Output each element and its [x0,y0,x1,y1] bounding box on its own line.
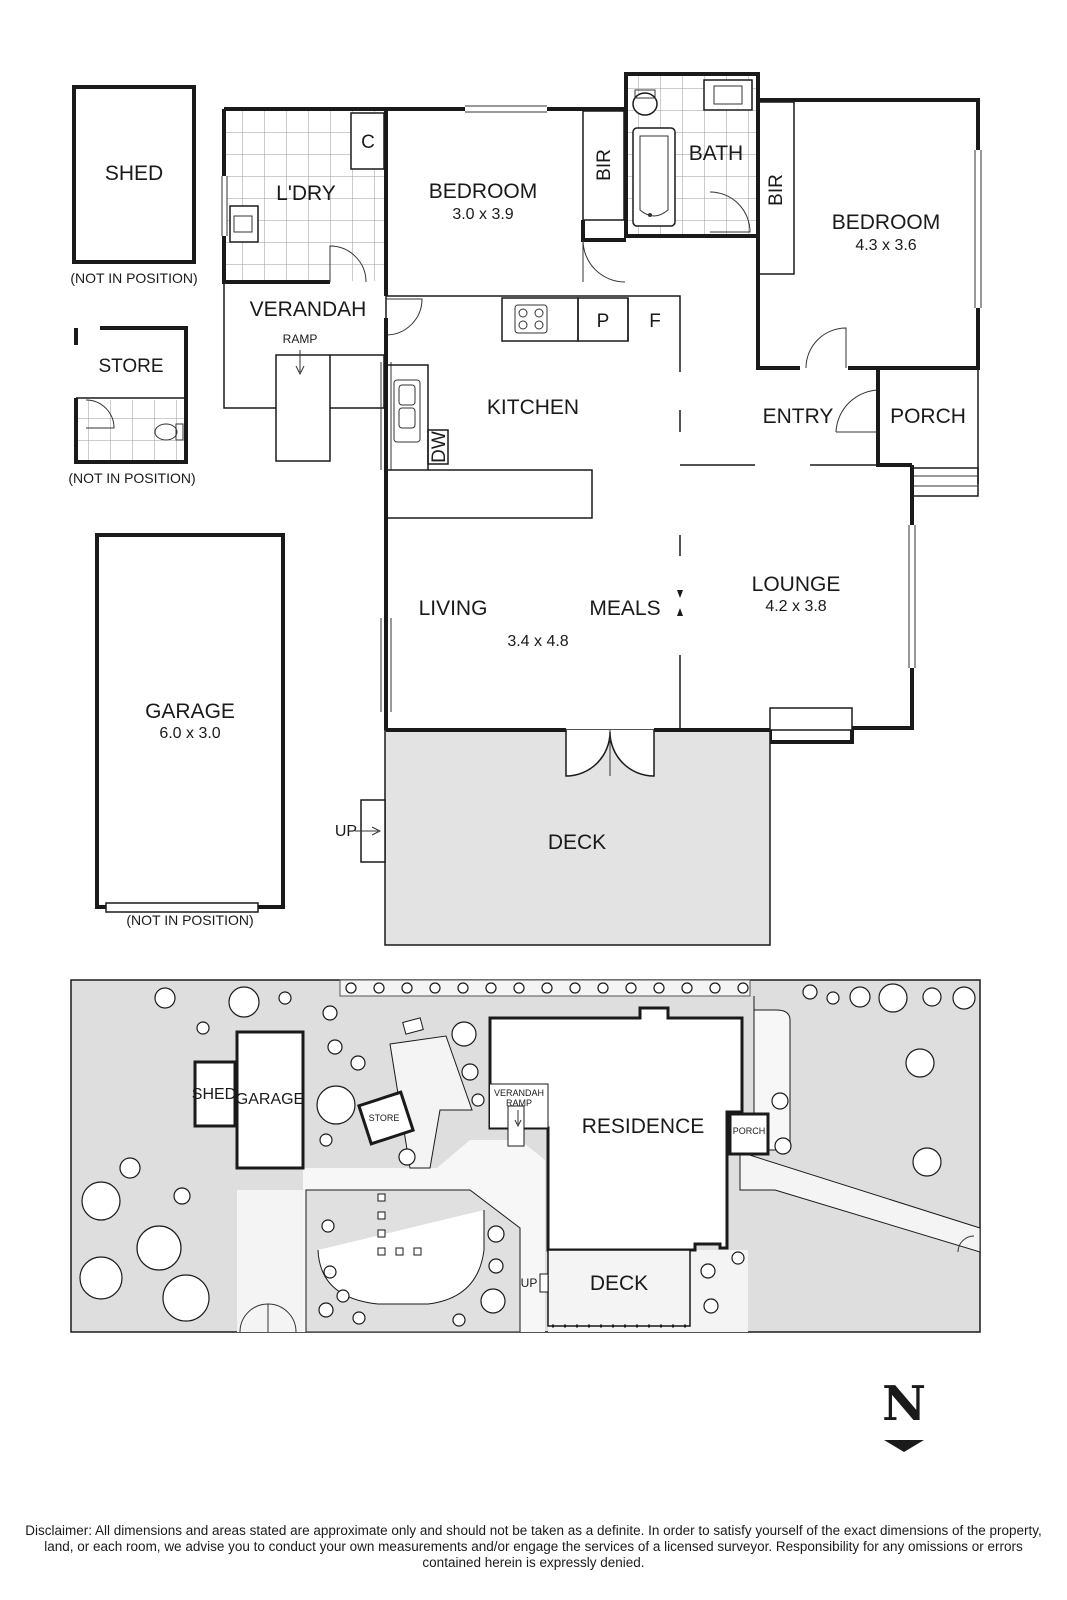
lounge-dims: 4.2 x 3.8 [765,598,826,615]
deck-up-label: UP [335,823,357,840]
bedroom-2-robe: BIR [594,149,615,181]
lounge-label: LOUNGE [752,573,841,596]
shed: SHED (NOT IN POSITION) [70,85,198,286]
entry-label: ENTRY [763,405,834,428]
porch: PORCH [876,367,979,497]
laundry: C L'DRY [221,107,388,296]
shed-note: (NOT IN POSITION) [70,270,197,286]
meals-label: MEALS [589,597,660,620]
garage: GARAGE 6.0 x 3.0 (NOT IN POSITION) [95,533,285,928]
site-store-label: STORE [369,1113,400,1123]
site-ramp-label: RAMP [506,1098,532,1108]
dishwasher-label: DW [429,431,450,463]
deck: UP DECK [335,728,771,946]
store-note: (NOT IN POSITION) [68,470,195,486]
bedroom-1-robe: BIR [766,174,787,206]
kitchen-label: KITCHEN [487,396,579,419]
site-plan: SHED GARAGE STORE VERANDAH RAMP RESIDENC… [70,979,981,1333]
site-garage-label: GARAGE [236,1091,304,1108]
site-shed-label: SHED [192,1086,236,1103]
shed-label: SHED [105,162,163,185]
porch-label: PORCH [890,405,966,428]
bedroom-1: BIR BEDROOM 4.3 x 3.6 [756,98,982,370]
site-verandah-label: VERANDAH [494,1088,544,1098]
bath: BATH [624,72,760,238]
bedroom-2: BIR BEDROOM 3.0 x 3.9 [386,105,626,283]
laundry-cupboard-label: C [361,132,375,153]
north-arrow-icon [884,1440,924,1452]
lounge: LOUNGE 4.2 x 3.8 [752,465,916,744]
store: STORE (NOT IN POSITION) [68,326,196,486]
garage-note: (NOT IN POSITION) [126,912,253,928]
site-deck-up-label: UP [521,1276,538,1290]
garage-dims: 6.0 x 3.0 [159,725,220,742]
store-label: STORE [98,356,163,377]
kitchen: P F DW KITCHEN [380,295,681,730]
laundry-label: L'DRY [276,182,336,205]
deck-label: DECK [548,831,606,854]
bath-label: BATH [689,142,743,165]
garage-label: GARAGE [145,700,235,723]
site-porch-label: PORCH [733,1126,766,1136]
verandah: VERANDAH RAMP [223,282,423,462]
bedroom-2-label: BEDROOM [429,180,538,203]
living-label: LIVING [419,597,488,620]
site-deck-label: DECK [590,1272,648,1295]
disclaimer: Disclaimer: All dimensions and areas sta… [25,1523,1042,1570]
bedroom-1-label: BEDROOM [832,211,941,234]
bedroom-2-dims: 3.0 x 3.9 [452,206,513,223]
ramp-label: RAMP [283,332,318,346]
pantry-label: P [597,311,610,332]
verandah-label: VERANDAH [250,298,367,321]
north-label: N [882,1376,926,1432]
fridge-label: F [649,311,661,332]
north-arrow: N [882,1376,926,1452]
living-dims: 3.4 x 4.8 [507,633,568,650]
site-residence-label: RESIDENCE [582,1115,705,1138]
bedroom-1-dims: 4.3 x 3.6 [855,237,916,254]
